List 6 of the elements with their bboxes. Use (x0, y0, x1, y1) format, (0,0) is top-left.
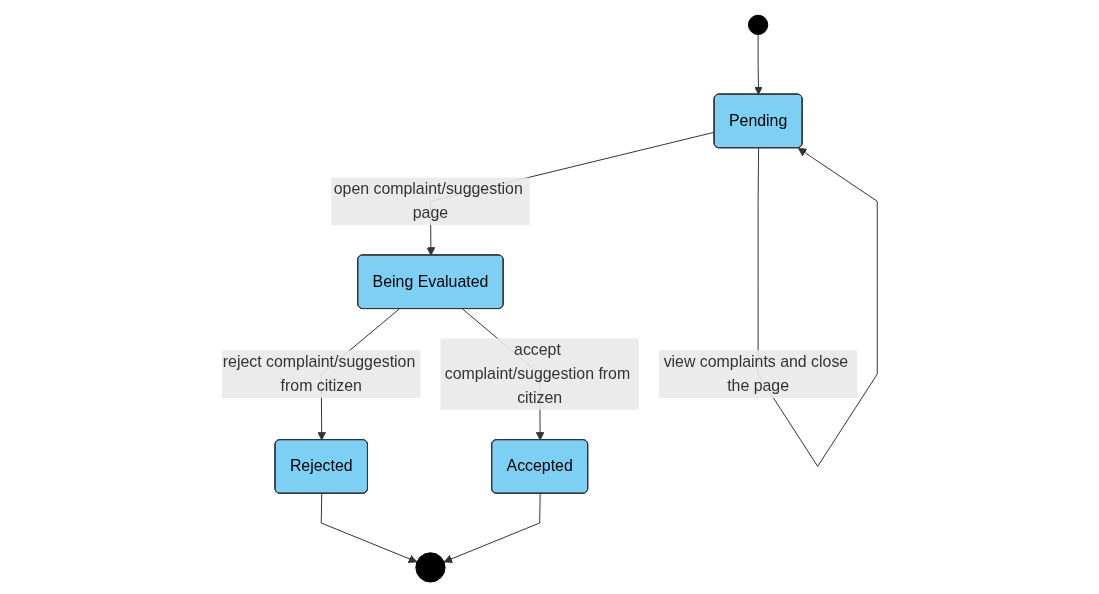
edge-label: accept complaint/suggestion from citizen (444, 340, 631, 406)
edge-label: reject complaint/suggestion from citizen (222, 352, 416, 394)
edge-label: open complaint/suggestion page (333, 179, 523, 221)
node-circle (747, 14, 769, 35)
edge-label: view complaints and close the page (663, 352, 849, 394)
node-circle (415, 551, 446, 583)
